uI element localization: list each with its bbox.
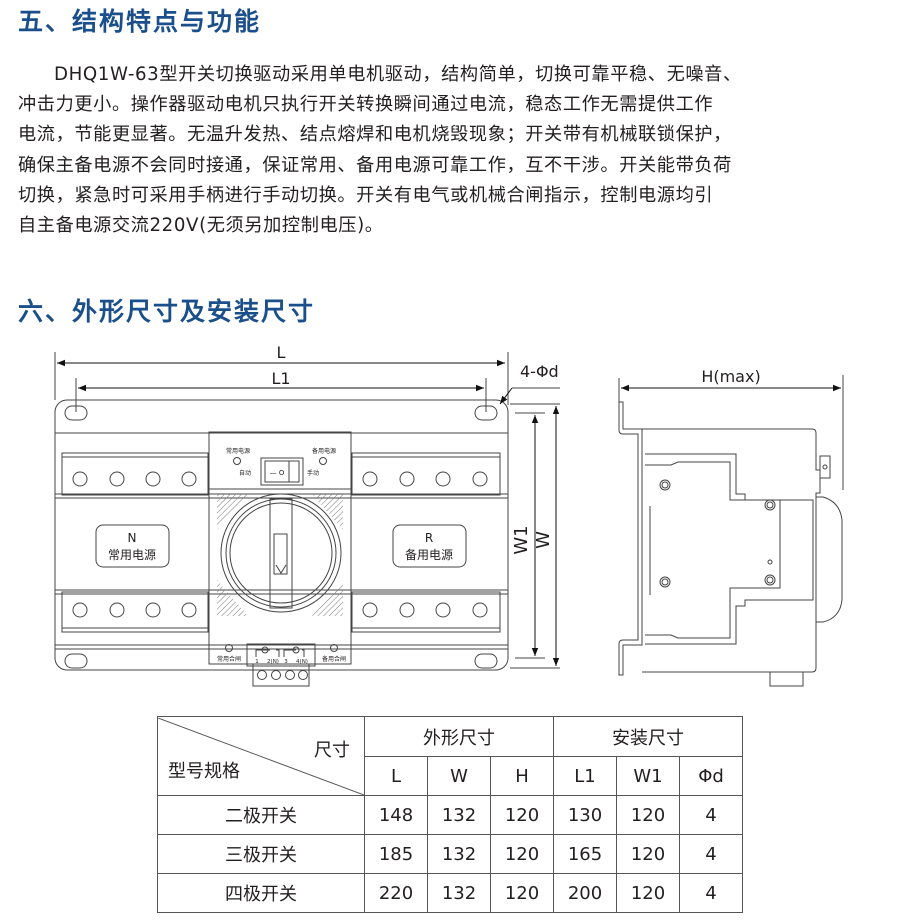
dimension-H-label: H(max)	[701, 367, 760, 386]
backup-power-led-icon	[319, 457, 327, 465]
normal-power-label-box	[95, 524, 170, 568]
column-header: H	[490, 756, 554, 796]
value-cell: 220	[364, 873, 428, 913]
terminal-label: 1	[255, 659, 259, 665]
panel-backup-power-label: 备用电源	[312, 447, 336, 455]
dimension-L1-label: L1	[271, 369, 290, 388]
table-row: 四极开关 220 132 120 200 120 4	[157, 873, 743, 913]
value-cell: 120	[490, 795, 554, 835]
terminal-label: 4(N)	[296, 659, 308, 665]
switch-state-label: — O	[270, 469, 285, 477]
mounting-hole-icon	[474, 405, 498, 421]
paragraph-line: 电流，节能更显著。无温升发热、结点熔焊和电机烧毁现象；开关带有机械联锁保护，	[18, 124, 732, 146]
section-5-paragraph: DHQ1W-63型开关切换驱动采用单电机驱动，结构简单，切换可靠平稳、无噪音、 …	[18, 60, 890, 241]
model-cell: 三极开关	[157, 834, 365, 874]
column-header: Φd	[679, 756, 743, 796]
paragraph-line: DHQ1W-63型开关切换驱动采用单电机驱动，结构简单，切换可靠平稳、无噪音、	[54, 64, 742, 85]
value-cell: 120	[616, 795, 680, 835]
value-cell: 130	[553, 795, 617, 835]
arrow-down-icon	[273, 533, 288, 575]
side-view	[618, 375, 844, 687]
section-5-title: 五、结构特点与功能	[18, 7, 262, 36]
column-header: L	[364, 756, 428, 796]
value-cell: 148	[364, 795, 428, 835]
panel-normal-power-label: 常用电源	[226, 447, 250, 455]
dimension-W-label: W	[533, 531, 554, 549]
section-6-title: 六、外形尺寸及安装尺寸	[18, 297, 316, 326]
value-cell: 4	[679, 795, 743, 835]
column-header: W	[427, 756, 491, 796]
normal-power-letter: N	[128, 531, 137, 545]
corner-model-label: 型号规格	[168, 760, 240, 782]
normal-close-label: 常用合闸	[217, 655, 241, 663]
value-cell: 165	[553, 834, 617, 874]
dimension-drawing: L L1 4-Φd W1 W N 常用电源 R 备用电源 常用电源 备用电源 自…	[54, 343, 844, 687]
value-cell: 4	[679, 834, 743, 874]
panel-auto-label: 自动	[239, 469, 251, 477]
hole-spec-label: 4-Φd	[520, 362, 559, 381]
normal-power-led-icon	[233, 457, 241, 465]
value-cell: 120	[490, 834, 554, 874]
table-row: 三极开关 185 132 120 165 120 4	[157, 834, 743, 874]
dimension-table: 尺寸 型号规格 外形尺寸 安装尺寸 L W H L1 W1 Φd 二极开关 14…	[157, 716, 743, 913]
dimension-L-label: L	[277, 343, 286, 362]
front-view	[54, 352, 560, 687]
mounting-hole-icon	[64, 653, 88, 669]
auto-manual-switch	[260, 457, 304, 486]
value-cell: 120	[616, 834, 680, 874]
corner-dimension-label: 尺寸	[314, 739, 350, 761]
terminal-label: 3	[284, 659, 288, 665]
table-row: 二极开关 148 132 120 130 120 4	[157, 795, 743, 835]
paragraph-line: 冲击力更小。操作器驱动电机只执行开关转换瞬间通过电流，稳态工作无需提供工作	[18, 94, 714, 116]
value-cell: 120	[490, 873, 554, 913]
terminal-label: 2(N)	[267, 659, 279, 665]
paragraph-line: 切换，紧急时可采用手柄进行手动切换。开关有电气或机械合闸指示，控制电源均引	[18, 184, 714, 206]
rotary-handle	[220, 493, 342, 613]
mounting-hole-icon	[64, 405, 88, 421]
paragraph-line: 自主备电源交流220V(无须另加控制电压)。	[18, 215, 384, 237]
value-cell: 185	[364, 834, 428, 874]
value-cell: 120	[616, 873, 680, 913]
backup-power-letter: R	[425, 531, 433, 545]
value-cell: 132	[427, 834, 491, 874]
model-cell: 四极开关	[157, 873, 365, 913]
column-header: L1	[553, 756, 617, 796]
backup-power-label-box	[392, 524, 467, 568]
group-header-outer: 外形尺寸	[364, 716, 554, 757]
backup-close-label: 备用合闸	[322, 655, 346, 663]
backup-power-label: 备用电源	[405, 548, 453, 562]
value-cell: 4	[679, 873, 743, 913]
column-header: W1	[616, 756, 680, 796]
value-cell: 132	[427, 795, 491, 835]
control-terminal-block	[252, 663, 310, 687]
panel-manual-label: 手动	[307, 469, 319, 477]
mounting-hole-icon	[474, 653, 498, 669]
dimension-W1-label: W1	[511, 525, 532, 554]
model-cell: 二极开关	[157, 795, 365, 835]
group-header-install: 安装尺寸	[553, 716, 743, 757]
value-cell: 200	[553, 873, 617, 913]
table-corner-cell: 尺寸 型号规格	[157, 716, 365, 796]
paragraph-line: 确保主备电源不会同时接通，保证常用、备用电源可靠工作，互不干涉。开关能带负荷	[18, 154, 732, 176]
value-cell: 132	[427, 873, 491, 913]
normal-power-label: 常用电源	[108, 548, 156, 562]
